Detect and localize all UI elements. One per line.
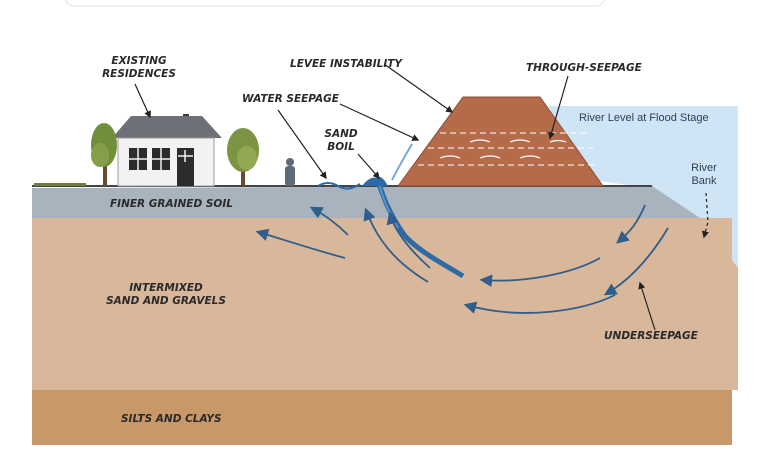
- tree-icon: [227, 128, 259, 186]
- intermixed-layer: [32, 218, 732, 390]
- riverbank-slope: [700, 218, 738, 390]
- callout-arrows: [134, 63, 709, 331]
- river-bank-label: River Bank: [691, 162, 717, 187]
- levee-instability-label: LEVEE INSTABILITY: [290, 58, 402, 70]
- underseepage-arrows: [255, 204, 669, 314]
- tree-icon: [91, 123, 117, 186]
- phreatic-lines: [418, 132, 598, 166]
- through-seepage-arrows: [439, 139, 567, 159]
- silts-and-clays-layer: [32, 390, 732, 445]
- finer-grained-soil-layer: [32, 186, 700, 218]
- levee: [397, 96, 604, 187]
- intermixed-label: INTERMIXED SAND AND GRAVELS: [106, 282, 226, 307]
- sand-boil-icon: [362, 177, 388, 186]
- water-seepage-ripple: [317, 182, 361, 190]
- house-icon: [112, 114, 222, 187]
- water-seepage-label: WATER SEEPAGE: [242, 93, 339, 105]
- person-icon: [285, 158, 295, 186]
- underseepage-label: UNDERSEEPAGE: [604, 330, 698, 342]
- river-level-label: River Level at Flood Stage: [579, 112, 709, 124]
- silts-and-clays-label: SILTS AND CLAYS: [121, 413, 222, 425]
- finer-grained-soil-label: FINER GRAINED SOIL: [110, 198, 233, 210]
- existing-residences-label: EXISTING RESIDENCES: [102, 55, 176, 80]
- sand-boil-label: SAND BOIL: [324, 128, 358, 153]
- top-banner: [64, 0, 606, 7]
- through-seepage-label: THROUGH-SEEPAGE: [526, 62, 642, 74]
